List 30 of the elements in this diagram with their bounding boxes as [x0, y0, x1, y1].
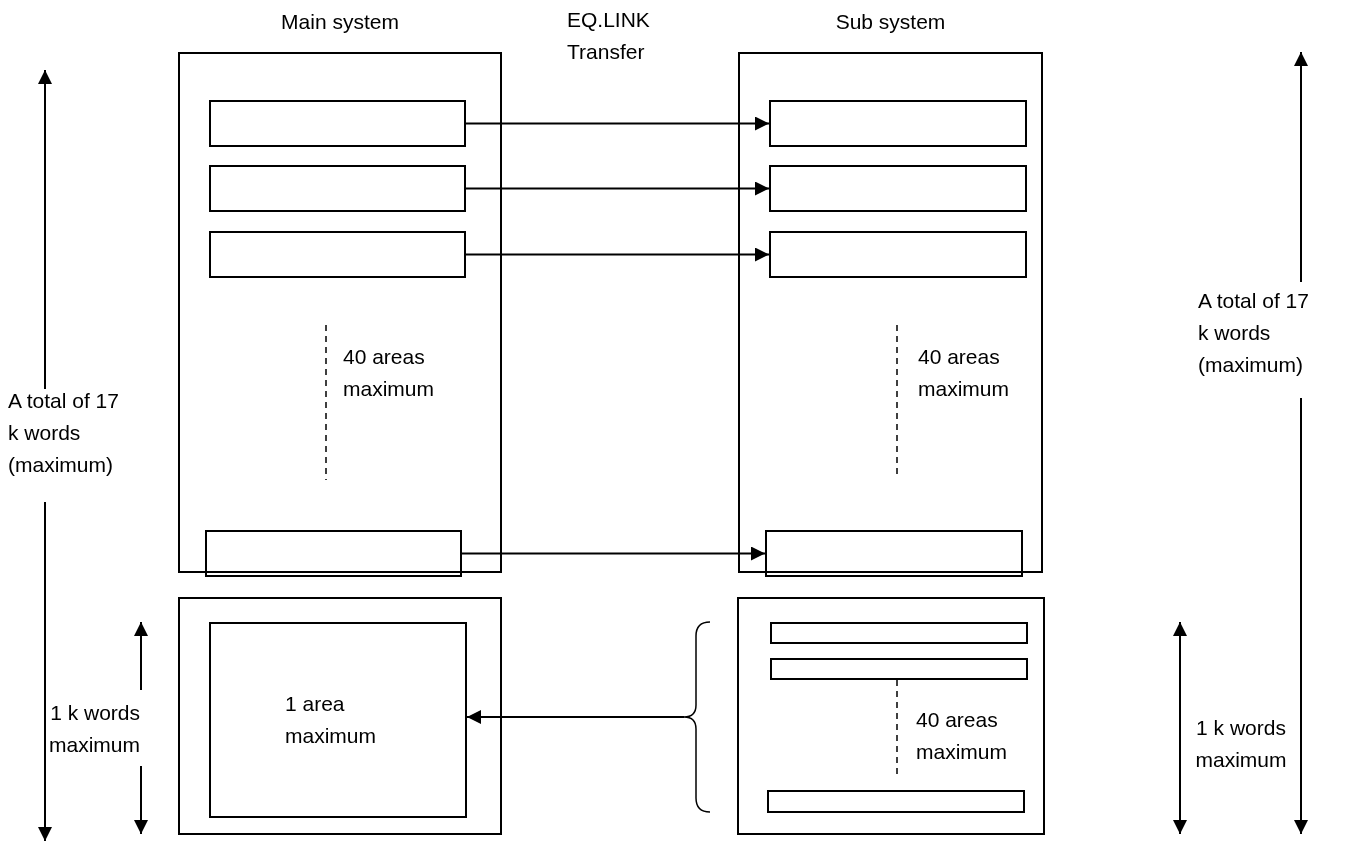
- area-note: 40 areas maximum: [916, 707, 1008, 765]
- area-box: [767, 790, 1025, 813]
- arrow: [466, 710, 685, 724]
- memory-box: [178, 597, 502, 835]
- area-box: [209, 100, 466, 147]
- dimension-text: A total of 17 k words (maximum): [8, 388, 120, 478]
- area-box: [209, 165, 466, 212]
- dimension-text: 1 k words maximum: [1194, 715, 1288, 773]
- area-box: [209, 622, 467, 818]
- area-note: 40 areas maximum: [918, 344, 1010, 402]
- area-box: [769, 231, 1027, 278]
- arrow: [465, 181, 770, 196]
- area-box: [770, 622, 1028, 644]
- area-box: [209, 231, 466, 278]
- arrow: [465, 116, 770, 131]
- area-box: [769, 100, 1027, 147]
- system-heading: Main system: [280, 9, 400, 35]
- area-box: [765, 530, 1023, 577]
- area-note: 1 area maximum: [285, 691, 377, 749]
- area-note: 40 areas maximum: [343, 344, 435, 402]
- area-box: [770, 658, 1028, 680]
- area-box: [769, 165, 1027, 212]
- arrow: [465, 247, 770, 262]
- dimension-text: A total of 17 k words (maximum): [1198, 288, 1310, 378]
- dimension-text: 1 k words maximum: [48, 700, 140, 758]
- system-heading: Sub system: [834, 9, 947, 35]
- arrow: [461, 546, 766, 561]
- memory-box: [737, 597, 1045, 835]
- area-box: [205, 530, 462, 577]
- transfer-caption: EQ.LINK Transfer: [567, 7, 651, 65]
